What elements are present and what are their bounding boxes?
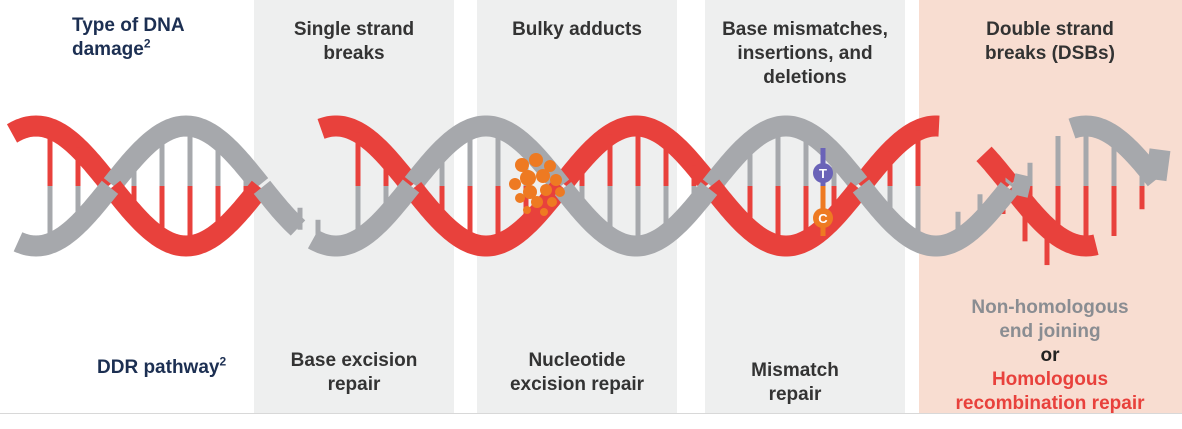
pathway-label-hrr: Homologous recombination repair [955, 369, 1145, 414]
helix-front-layer [13, 148, 1171, 257]
gray-strand-segment [253, 180, 306, 236]
base-c-label: C [818, 211, 828, 226]
pathway-label-ner: Nucleotide excision repair [509, 350, 645, 395]
adduct-blob [523, 185, 537, 199]
base-c-circle [813, 208, 833, 228]
base-t-circle [813, 163, 833, 183]
adduct-blob [531, 196, 543, 208]
baseline-divider [0, 413, 1182, 414]
adduct-blob [515, 158, 529, 172]
gray-strand-segment [13, 180, 119, 257]
pathway-label-mmr: Mismatch repair [751, 360, 839, 405]
adduct-blob [555, 187, 565, 197]
gray-strand-end [1010, 173, 1033, 198]
row-label-pathway: DDR pathway2 [97, 356, 227, 380]
row-label-damage: Type of DNA damage2 [72, 14, 242, 62]
band-double-strand-breaks [919, 0, 1182, 414]
red-strand-segment [404, 179, 570, 257]
damage-label-ssb: Single strand breaks [293, 19, 415, 64]
gray-strand-segment [307, 179, 420, 257]
pathway-label-dsb: Non-homologous end joining or Homologous… [950, 296, 1150, 416]
adduct-blob [523, 206, 531, 214]
damage-label-bulky: Bulky adducts [512, 19, 642, 40]
adduct-blob [540, 208, 548, 216]
adduct-blob [520, 170, 536, 186]
adduct-blob [540, 184, 552, 196]
red-strand-segment [6, 115, 119, 192]
red-strand-segment [103, 180, 269, 257]
red-strand-segment [554, 115, 718, 191]
gray-strand-segment [852, 179, 1018, 257]
gray-strand-segment [1002, 176, 1022, 193]
adduct-blob [509, 178, 521, 190]
damage-label-dsb: Double strand breaks (DSBs) [985, 19, 1115, 64]
red-strand-segment [317, 115, 420, 193]
gray-strand-end [1145, 148, 1171, 182]
pathway-label-or: or [1040, 345, 1060, 366]
red-strand-segment [702, 179, 868, 257]
row-label-pathway-text: DDR pathway [97, 357, 220, 378]
gray-strand-segment [702, 115, 868, 193]
gray-strand-segment [103, 115, 269, 192]
adduct-blob [515, 193, 525, 203]
red-strand-segment [852, 115, 940, 193]
row-label-pathway-sup: 2 [219, 354, 227, 369]
row-label-damage-text: Type of DNA damage [72, 15, 184, 60]
damage-label-mismatch: Base mismatches, insertions, and deletio… [722, 19, 888, 88]
gray-strand-segment [554, 181, 718, 257]
row-label-damage-sup: 2 [143, 36, 151, 51]
adduct-blob [529, 153, 543, 167]
helix-markers: TC [509, 148, 833, 236]
pathway-label-nhej: Non-homologous end joining [971, 297, 1129, 342]
adduct-blob [550, 174, 562, 186]
base-t-label: T [819, 166, 827, 181]
pathway-label-ber: Base excision repair [290, 350, 418, 395]
adduct-blob [544, 160, 556, 172]
red-strand-segment [1003, 180, 1099, 257]
adduct-blob [547, 197, 557, 207]
adduct-blob [536, 169, 550, 183]
